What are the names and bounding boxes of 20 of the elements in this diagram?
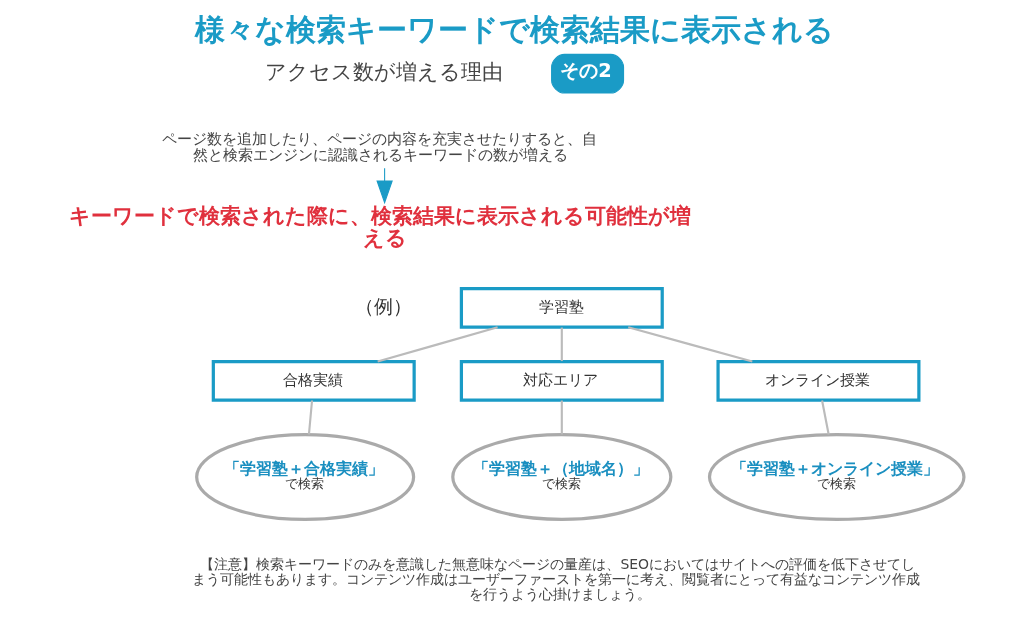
label: 【注意】検索キーワードのみを意識した無意味なページの量産は、SEOにおいてはサイトへの評価を低下させてしまう可能性もあります。コンテンツ作成はユーザーファーストを第一に考え、閲覧者にとって有益なコンテンツ作成を行うよう心掛けましょう。	[192, 556, 921, 603]
node-text: キーワードで検索された際に、検索結果に表示される可能性が増える	[68, 203, 691, 250]
node-ellipse: 「学習塾＋オンライン授業」 で検索	[707, 432, 966, 521]
label: （例）	[355, 294, 413, 318]
connector	[560, 327, 563, 362]
connector	[821, 400, 830, 435]
node-ellipse: 「学習塾＋（地域名）」 で検索	[451, 432, 673, 521]
node-ellipse: 「学習塾＋合格実績」 で検索	[195, 432, 416, 521]
node-text: ページ数を追加したり、ページの内容を充実させたりすると、自然と検索エンジンに認識されるキーワードの数が増える	[162, 129, 598, 164]
diagram-title: 様々な検索キーワードで検索結果に表示される	[195, 11, 835, 47]
label: アクセス数が増える理由	[264, 59, 503, 85]
node-box: 合格実績	[211, 359, 416, 402]
connector	[377, 326, 498, 363]
label: その2	[560, 59, 612, 83]
node-box: 学習塾	[459, 286, 664, 329]
connector	[627, 326, 753, 363]
connector	[560, 400, 563, 435]
node-box: オンライン授業	[716, 359, 921, 402]
node-box: 対応エリア	[459, 359, 664, 402]
connector	[307, 400, 314, 435]
